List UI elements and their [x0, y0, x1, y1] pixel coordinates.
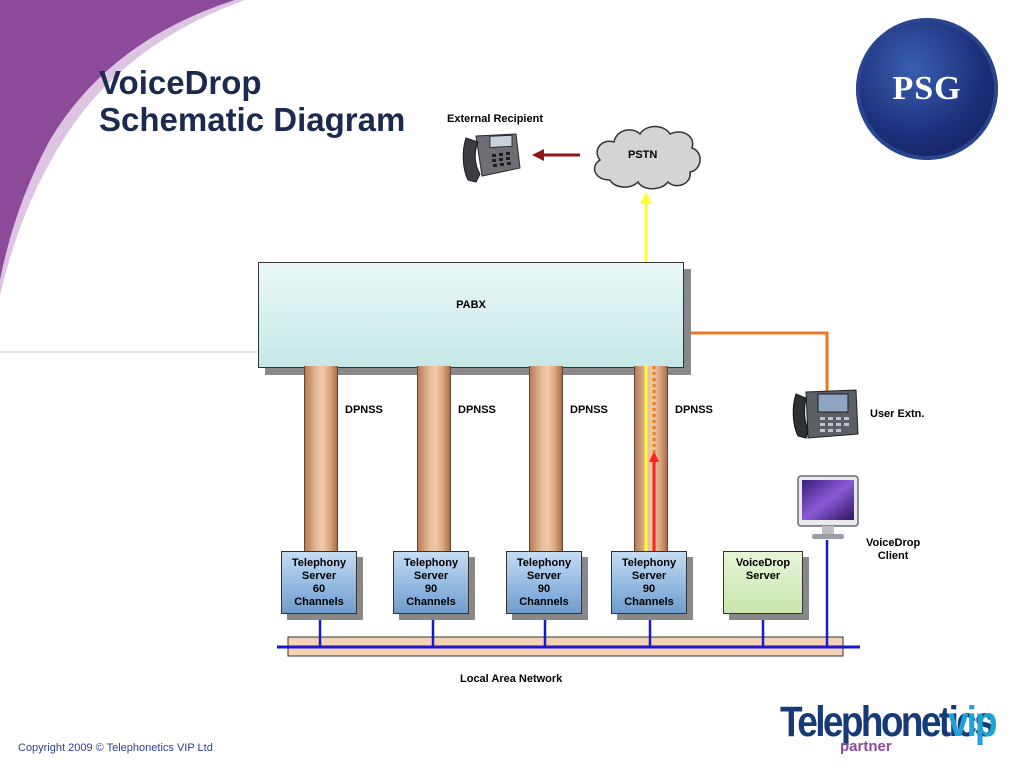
server-2-line-3: 90	[424, 582, 438, 595]
dpnss-pillar-3	[529, 366, 563, 552]
dpnss-label-3: DPNSS	[570, 404, 608, 416]
user-extension-label: User Extn.	[870, 408, 925, 420]
dpnss-label-4: DPNSS	[675, 404, 713, 416]
server-4-line-3: 90	[642, 582, 656, 595]
pstn-arrow-head	[532, 149, 544, 161]
voicedrop-server-line-2: Server	[745, 570, 781, 582]
red-arrow-head-overlay	[649, 451, 659, 462]
voicedrop-client-line-2: Client	[877, 550, 909, 562]
server-1-line-1: Telephony	[291, 556, 347, 569]
server-2-line-1: Telephony	[403, 556, 459, 569]
server-1-line-2: Server	[301, 569, 337, 582]
yellow-arrow-head	[640, 192, 652, 204]
title-line-2: Schematic Diagram	[99, 100, 406, 138]
voicedrop-server: VoiceDrop Server	[723, 551, 803, 614]
pstn-label: PSTN	[628, 149, 658, 161]
server-4-line-1: Telephony	[621, 556, 677, 569]
dpnss-pillar-2	[417, 366, 451, 552]
server-3-line-4: Channels	[519, 595, 569, 608]
server-2-line-2: Server	[413, 569, 449, 582]
telephony-server-4: Telephony Server 90 Channels	[611, 551, 687, 614]
logo-brand-suffix: vip	[948, 698, 997, 746]
telephonetics-vip-logo: Telephonetics vip partner	[780, 698, 1000, 758]
dpnss-label-2: DPNSS	[458, 404, 496, 416]
pabx-box: PABX	[258, 262, 684, 368]
purple-swoosh-highlight	[0, 0, 245, 295]
server-2-line-4: Channels	[406, 595, 456, 608]
dpnss-pillar-1	[304, 366, 338, 552]
title-line-1: VoiceDrop	[99, 64, 262, 101]
telephony-server-1: Telephony Server 60 Channels	[281, 551, 357, 614]
copyright-text: Copyright 2009 © Telephonetics VIP Ltd	[18, 742, 213, 754]
slide-title: VoiceDrop Schematic Diagram	[99, 64, 406, 139]
purple-swoosh	[0, 0, 235, 280]
server-3-line-3: 90	[537, 582, 551, 595]
pstn-cloud-icon	[593, 125, 701, 190]
external-recipient-label: External Recipient	[447, 113, 543, 125]
voicedrop-server-line-1: VoiceDrop	[735, 557, 791, 569]
voicedrop-client-label: VoiceDrop Client	[866, 537, 920, 563]
logo-brand-partner: partner	[840, 738, 892, 755]
logo-brand-main: Telephonetics	[780, 698, 995, 746]
telephony-server-3: Telephony Server 90 Channels	[506, 551, 582, 614]
server-4-line-2: Server	[631, 569, 667, 582]
server-1-line-4: Channels	[294, 595, 344, 608]
server-4-line-4: Channels	[624, 595, 674, 608]
telephony-server-2: Telephony Server 90 Channels	[393, 551, 469, 614]
ip-phone-icon	[792, 389, 859, 439]
pabx-label: PABX	[456, 299, 486, 311]
psg-logo-text: PSG	[892, 70, 962, 107]
lan-label: Local Area Network	[460, 673, 563, 685]
server-1-line-3: 60	[312, 582, 326, 595]
voicedrop-client-line-1: VoiceDrop	[866, 537, 921, 549]
desk-phone-icon	[462, 133, 521, 183]
dpnss-label-1: DPNSS	[345, 404, 383, 416]
monitor-icon	[797, 475, 859, 539]
server-3-line-1: Telephony	[516, 556, 572, 569]
server-3-line-2: Server	[526, 569, 562, 582]
psg-logo: PSG	[856, 18, 998, 160]
